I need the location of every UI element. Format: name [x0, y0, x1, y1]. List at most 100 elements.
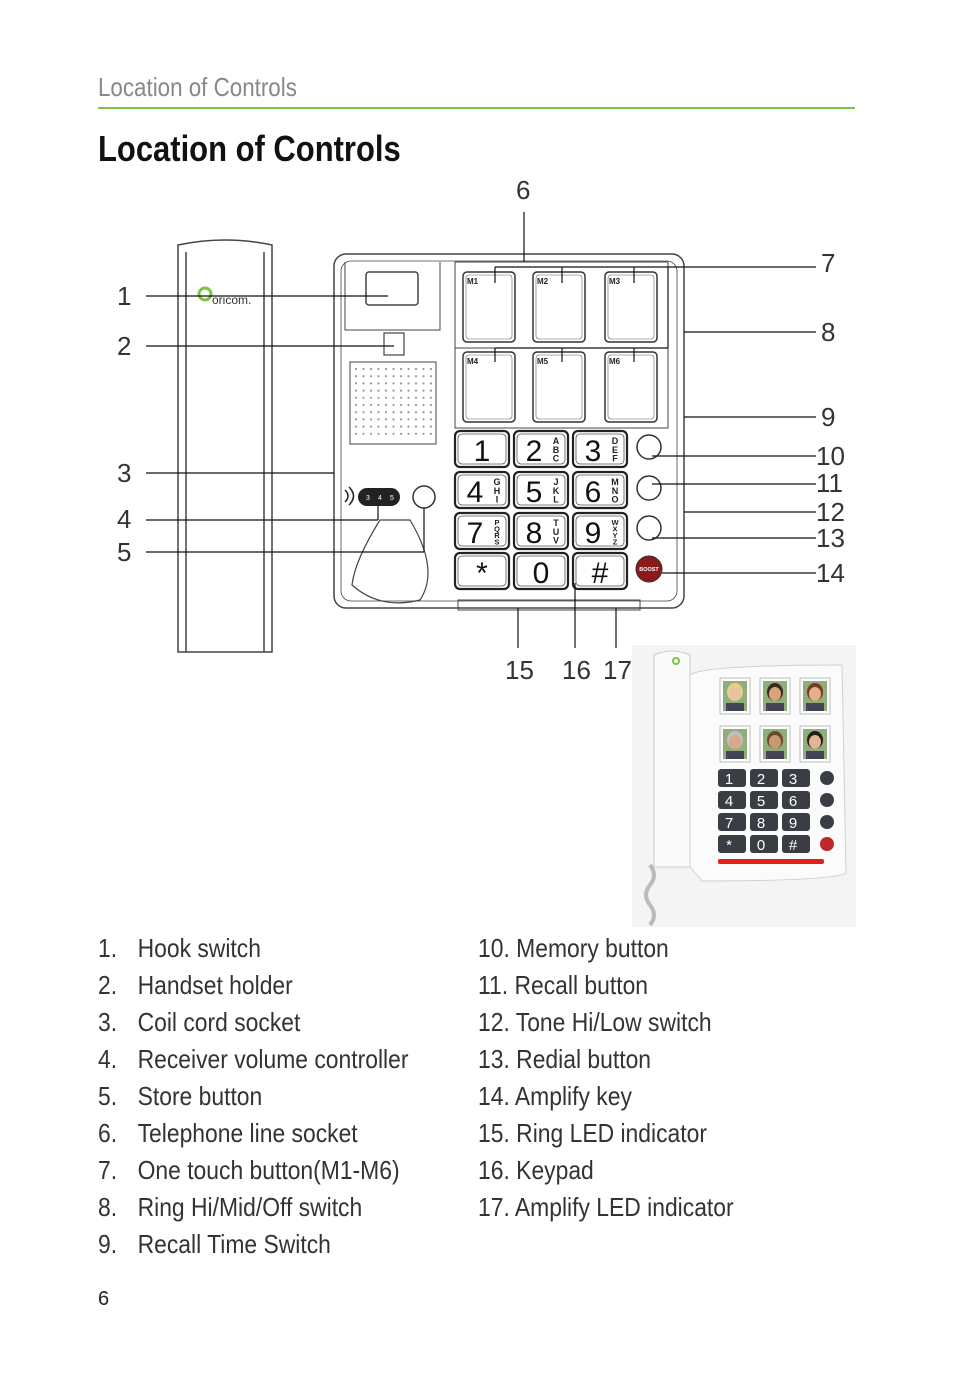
photo-key: 1 [718, 769, 746, 788]
grille-dot [429, 389, 433, 392]
svg-text:5: 5 [390, 495, 394, 502]
grille-dot [414, 432, 418, 435]
grille-dot [414, 396, 418, 399]
list-item: 8.Ring Hi/Mid/Off switch [98, 1192, 363, 1222]
grille-dot [407, 367, 410, 371]
grille-dot [377, 367, 380, 371]
page-title: Location of Controls [98, 128, 401, 169]
grille-dot [362, 382, 365, 385]
key-letter: Q [494, 524, 500, 533]
svg-text:3: 3 [117, 458, 131, 488]
grille-dot [414, 425, 418, 428]
key-letter: H [494, 486, 501, 496]
list-item: 11. Recall button [478, 970, 649, 1000]
grille-dot [354, 418, 358, 421]
grille-dot [369, 403, 373, 407]
svg-text:5: 5 [757, 793, 765, 810]
photo-side-button [820, 837, 834, 851]
svg-text:10: 10 [816, 441, 845, 471]
key-letter: M [611, 477, 619, 487]
key-letter: K [553, 486, 560, 496]
grille-dot [392, 418, 395, 421]
list-item: 17. Amplify LED indicator [478, 1192, 734, 1222]
svg-text:8: 8 [757, 815, 765, 832]
grille-dot [407, 411, 410, 414]
grille-dot [429, 375, 433, 378]
grille-dot [429, 396, 433, 399]
grille-dot [407, 432, 410, 435]
grille-dot [362, 375, 365, 378]
memory-button-m6: M6 [604, 351, 658, 423]
svg-text:5: 5 [117, 537, 131, 567]
grille-dot [392, 411, 395, 414]
grille-dot [399, 389, 403, 392]
list-item: 4.Receiver volume controller [98, 1044, 409, 1074]
grille-dot [407, 375, 410, 378]
header-rule [98, 107, 855, 109]
svg-text:6: 6 [789, 793, 797, 810]
key-digit: 1 [474, 435, 491, 468]
side-buttons [636, 434, 662, 541]
grille-dot [429, 432, 433, 435]
grille-dot [422, 396, 425, 399]
key-letter: Y [612, 531, 617, 540]
grille-dot [354, 403, 358, 407]
svg-text:14: 14 [816, 558, 845, 588]
key-star: * [453, 551, 511, 591]
grille-dot [377, 418, 380, 421]
grille-dot [399, 382, 403, 385]
callout-lines [146, 212, 816, 648]
grille-dot [377, 425, 380, 428]
photo-key: 5 [750, 791, 778, 810]
grille-dot [362, 396, 365, 399]
svg-text:9: 9 [789, 815, 797, 832]
grille-dot [399, 418, 403, 421]
photo-memory-buttons [719, 677, 831, 763]
svg-text:BOOST: BOOST [639, 567, 659, 573]
grille-dot [354, 396, 358, 399]
photo-face [759, 677, 791, 715]
running-head: Location of Controls [98, 72, 297, 102]
svg-text:0: 0 [757, 837, 765, 854]
grille-dot [392, 432, 395, 435]
grille-dot [384, 403, 388, 407]
svg-text:9: 9 [821, 402, 835, 432]
key-letter: D [612, 436, 619, 446]
photo-key: 3 [782, 769, 810, 788]
grille-dot [384, 375, 388, 378]
grille-dot [384, 411, 388, 414]
photo-key: 4 [718, 791, 746, 810]
grille-dot [392, 425, 395, 428]
svg-text:4: 4 [378, 495, 382, 502]
key-letter: E [612, 445, 618, 455]
grille-dot [369, 418, 373, 421]
key-letter: B [553, 445, 560, 455]
grille-dot [362, 418, 365, 421]
grille-dot [369, 411, 373, 414]
grille-dot [392, 396, 395, 399]
key-digit: 5 [526, 476, 543, 509]
svg-text:7: 7 [821, 248, 835, 278]
grille-dot [407, 425, 410, 428]
grille-dot [369, 367, 373, 371]
memory-label: M4 [467, 357, 479, 366]
grille-dot [422, 389, 425, 392]
grille-dot [422, 382, 425, 385]
key-1: 1 [453, 429, 511, 469]
photo-key: * [718, 835, 746, 854]
grille-dot [384, 418, 388, 421]
grille-dot [362, 389, 365, 392]
svg-text:17: 17 [603, 655, 632, 685]
key-digit: 3 [585, 435, 602, 468]
grille-dot [377, 403, 380, 407]
key-digit: # [592, 557, 609, 590]
grille-dot [377, 389, 380, 392]
grille-dot [414, 389, 418, 392]
grille-dot [377, 396, 380, 399]
key-0: 0 [512, 551, 570, 591]
memory-button-m1: M1 [462, 271, 516, 343]
